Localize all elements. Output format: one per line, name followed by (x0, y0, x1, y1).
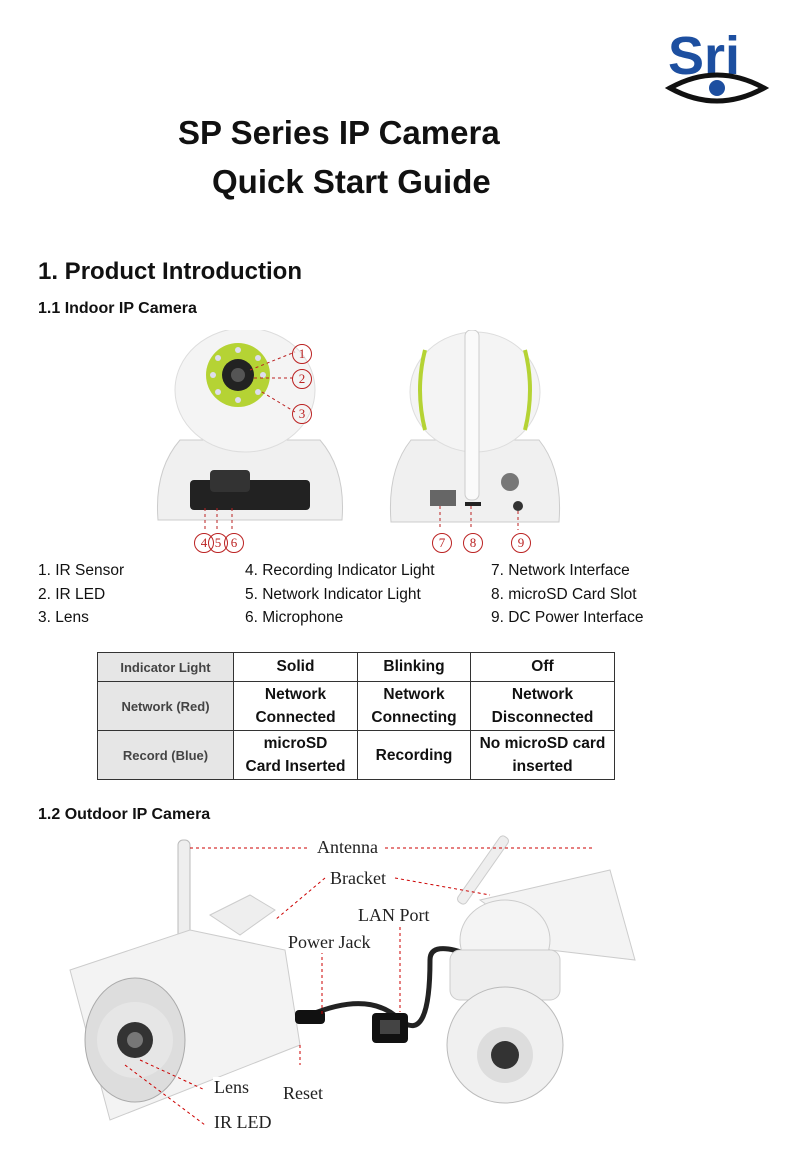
callout-3: 3 (292, 404, 312, 424)
table-header-cell: Indicator Light (97, 652, 234, 682)
label-power-jack: Power Jack (287, 932, 372, 953)
table-row: Record (Blue) microSD Card Inserted Recor… (97, 730, 615, 780)
cell-line: inserted (512, 758, 573, 775)
callout-2: 2 (292, 369, 312, 389)
cell-line: microSD (263, 735, 328, 752)
cell-line: No microSD card (479, 735, 606, 752)
table-header-cell: Solid (233, 652, 358, 682)
legend-item: 4. Recording Indicator Light (245, 562, 435, 579)
cell-line: Recording (375, 746, 453, 764)
legend-item: 1. IR Sensor (38, 562, 125, 579)
subsection-heading-indoor: 1.1 Indoor IP Camera (38, 300, 197, 317)
indoor-camera-back-image (389, 330, 561, 530)
legend-item: 3. Lens (38, 609, 89, 626)
outdoor-camera-image (69, 835, 636, 1126)
legend-item: 5. Network Indicator Light (245, 585, 421, 603)
table-header-cell: Blinking (357, 652, 471, 682)
sri-logo: Sri (664, 26, 770, 104)
callout-8: 8 (463, 533, 483, 553)
callout-1: 1 (292, 344, 312, 364)
callout-9: 9 (511, 533, 531, 553)
label-antenna: Antenna (316, 837, 379, 858)
cell-line: Network (511, 686, 574, 703)
subsection-heading-outdoor: 1.2 Outdoor IP Camera (38, 806, 211, 823)
legend-item: 9. DC Power Interface (491, 609, 644, 626)
table-cell: Recording (357, 730, 471, 780)
label-reset: Reset (282, 1083, 324, 1104)
cell-line: Card Inserted (245, 758, 346, 775)
table-header-row: Indicator Light Solid Blinking Off (97, 652, 615, 682)
legend-item: 8. microSD Card Slot (491, 585, 637, 603)
cell-line: Connecting (371, 709, 457, 726)
legend-item: 2. IR LED (38, 585, 106, 603)
legend-column-2: 4. Recording Indicator Light 5. Network … (245, 559, 435, 630)
legend-item: 7. Network Interface (491, 562, 630, 579)
indicator-light-table: Indicator Light Solid Blinking Off Netwo… (97, 652, 615, 780)
page-title-line2: Quick Start Guide (212, 163, 491, 200)
cell-line: Network (264, 686, 327, 703)
label-lens: Lens (213, 1077, 250, 1098)
table-row-label: Record (Blue) (97, 730, 234, 780)
legend-column-1: 1. IR Sensor 2. IR LED 3. Lens (38, 559, 124, 630)
label-bracket: Bracket (329, 868, 387, 889)
cell-line: Disconnected (491, 709, 594, 726)
table-row-label: Network (Red) (97, 681, 234, 731)
legend-item: 6. Microphone (245, 609, 344, 626)
label-ir-led: IR LED (213, 1112, 273, 1133)
cell-line: Connected (255, 709, 336, 726)
callout-6: 6 (224, 533, 244, 553)
cell-line: Network (383, 686, 445, 703)
indoor-camera-front-image (157, 330, 343, 530)
page-title-line1: SP Series IP Camera (178, 114, 500, 151)
legend-column-3: 7. Network Interface 8. microSD Card Slo… (491, 559, 643, 630)
table-cell: No microSD card inserted (470, 730, 615, 780)
table-header-cell: Off (470, 652, 615, 682)
callout-7: 7 (432, 533, 452, 553)
section-heading-product-introduction: 1. Product Introduction (38, 258, 302, 285)
label-lan-port: LAN Port (357, 905, 431, 926)
table-cell: microSD Card Inserted (233, 730, 358, 780)
